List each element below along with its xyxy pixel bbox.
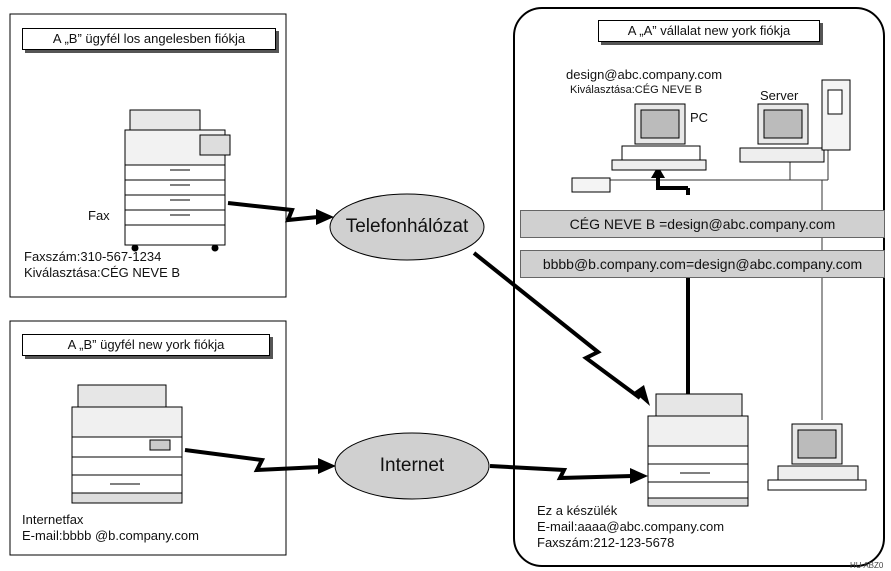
routing-rule-company-name: CÉG NEVE B =design@abc.company.com [520, 210, 885, 238]
this-device-label: Ez a készülék [537, 503, 618, 518]
this-device-email: E-mail:aaaa@abc.company.com [537, 519, 725, 534]
corner-code: HU ABZ0 [850, 561, 884, 570]
company-a-panel-title: A „A” vállalat new york fiókja [598, 20, 820, 42]
server-icon [739, 79, 851, 163]
la-panel-frame [9, 13, 287, 298]
workstation-icon [767, 423, 867, 491]
pc-label: PC [690, 110, 709, 125]
this-device-fax: Faxszám:212-123-5678 [537, 535, 675, 550]
telephone-network-label: Telefonhálózat [345, 216, 469, 237]
ny-panel-frame [9, 320, 287, 556]
arrow-heads [316, 166, 665, 484]
la-fax-number: Faxszám:310-567-1234 [24, 249, 162, 264]
fax-label: Fax [88, 208, 110, 223]
la-panel-title: A „B” ügyfél los angelesben fiókja [22, 28, 276, 50]
internet-label: Internet [379, 455, 445, 476]
internet-fax-machine-icon [71, 384, 183, 504]
fax-machine-icon [124, 109, 231, 252]
la-selection: Kiválasztása:CÉG NEVE B [24, 265, 181, 280]
this-device-icon [647, 393, 749, 507]
connection-arrows [184, 174, 690, 481]
pc-email: design@abc.company.com [566, 67, 723, 82]
server-label: Server [760, 88, 799, 103]
telephone-network-ellipse [329, 193, 485, 261]
ny-email: E-mail:bbbb @b.company.com [22, 528, 199, 543]
internetfax-label: Internetfax [22, 512, 84, 527]
pc-selection: Kiválasztása:CÉG NEVE B [570, 84, 703, 96]
routing-rule-email: bbbb@b.company.com=design@abc.company.co… [520, 250, 885, 278]
pc-icon [571, 103, 707, 193]
ny-panel-title: A „B” ügyfél new york fiókja [22, 334, 270, 356]
